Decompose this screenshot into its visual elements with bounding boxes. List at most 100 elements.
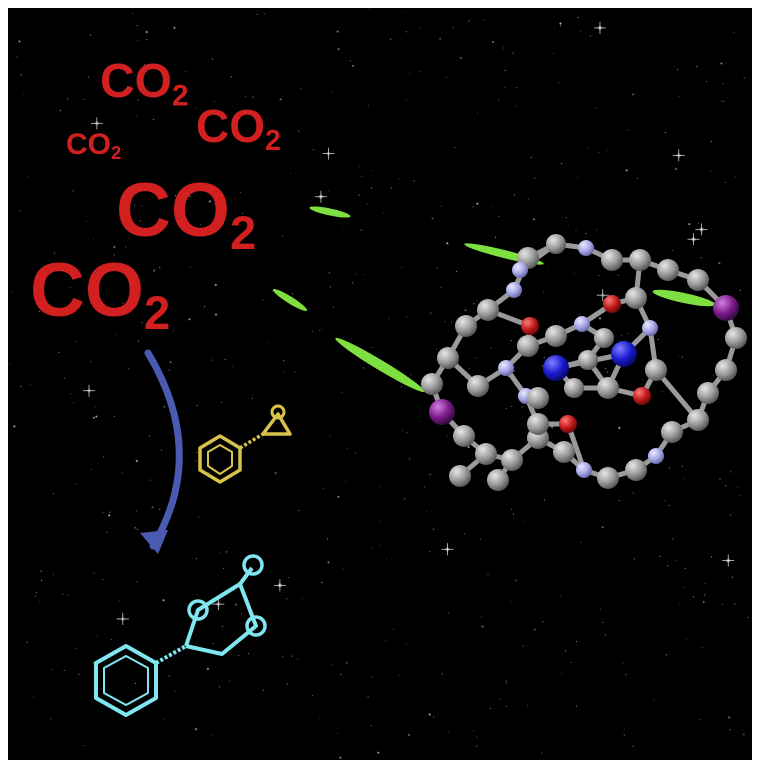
star	[151, 505, 154, 509]
star	[678, 354, 680, 356]
star	[676, 68, 679, 71]
star	[281, 235, 284, 237]
star	[633, 558, 636, 560]
star	[291, 655, 294, 657]
star	[710, 556, 713, 558]
star	[354, 452, 357, 454]
star	[491, 40, 495, 44]
star	[436, 267, 439, 269]
star	[425, 510, 428, 513]
star	[288, 576, 290, 579]
star	[440, 205, 443, 208]
star	[311, 694, 314, 697]
star	[429, 550, 431, 553]
carbon-atom	[629, 249, 651, 271]
carbon-atom	[545, 325, 567, 347]
star	[589, 35, 592, 38]
star	[621, 662, 624, 664]
star	[113, 254, 116, 256]
star	[337, 47, 341, 51]
star	[661, 390, 663, 393]
star	[329, 286, 332, 288]
star	[50, 668, 53, 671]
star	[559, 22, 562, 25]
carbon-atom	[477, 299, 499, 321]
star	[188, 194, 192, 198]
star	[653, 698, 655, 701]
star	[20, 74, 22, 76]
star	[565, 217, 568, 219]
star	[606, 371, 609, 373]
star	[210, 443, 212, 446]
star	[370, 546, 373, 549]
star	[351, 282, 354, 284]
star	[289, 173, 292, 175]
star	[444, 320, 446, 323]
star	[625, 168, 629, 172]
star	[674, 167, 678, 171]
iodine-atom	[713, 295, 739, 321]
carbon-atom	[546, 234, 566, 254]
star	[214, 313, 218, 317]
star	[370, 187, 373, 189]
star	[228, 680, 231, 682]
star	[675, 559, 678, 562]
star	[162, 598, 165, 602]
star	[172, 330, 175, 332]
star	[321, 581, 323, 584]
star	[95, 415, 98, 418]
oxygen-atom	[559, 415, 577, 433]
star	[336, 30, 340, 34]
star	[163, 718, 165, 720]
star	[522, 645, 525, 647]
star	[564, 650, 567, 652]
star	[367, 696, 369, 698]
star	[240, 613, 243, 615]
star	[282, 359, 285, 362]
carbon-atom	[467, 375, 489, 397]
star	[476, 300, 479, 302]
star	[203, 305, 206, 308]
star	[135, 233, 137, 236]
nitrogen-atom	[578, 240, 594, 256]
star	[239, 191, 242, 194]
star	[38, 310, 41, 313]
star	[362, 273, 364, 276]
star	[705, 80, 708, 83]
star	[298, 509, 300, 512]
metal-atom	[611, 341, 637, 367]
star	[196, 404, 198, 407]
star	[40, 579, 43, 582]
star	[32, 696, 35, 698]
star	[737, 486, 739, 488]
carbon-atom	[697, 382, 719, 404]
star	[524, 521, 526, 523]
star	[389, 38, 392, 40]
star	[632, 745, 634, 747]
star	[447, 730, 449, 733]
star	[679, 389, 681, 392]
star	[388, 317, 390, 320]
nitrogen-atom	[512, 262, 528, 278]
star	[370, 724, 372, 727]
star	[681, 465, 684, 468]
star	[575, 705, 578, 707]
star	[78, 673, 80, 676]
star	[34, 595, 36, 598]
star	[136, 528, 139, 531]
star	[475, 202, 479, 206]
star	[87, 76, 90, 78]
star	[664, 499, 666, 502]
star	[244, 95, 247, 97]
nitrogen-atom	[642, 320, 658, 336]
star	[418, 70, 421, 73]
star	[738, 494, 740, 497]
star	[237, 654, 240, 657]
star	[438, 37, 442, 41]
star	[219, 600, 222, 602]
star	[606, 149, 608, 151]
reaction-arrow-head	[140, 530, 168, 554]
star	[405, 98, 407, 101]
star	[408, 458, 411, 460]
star	[115, 333, 117, 336]
